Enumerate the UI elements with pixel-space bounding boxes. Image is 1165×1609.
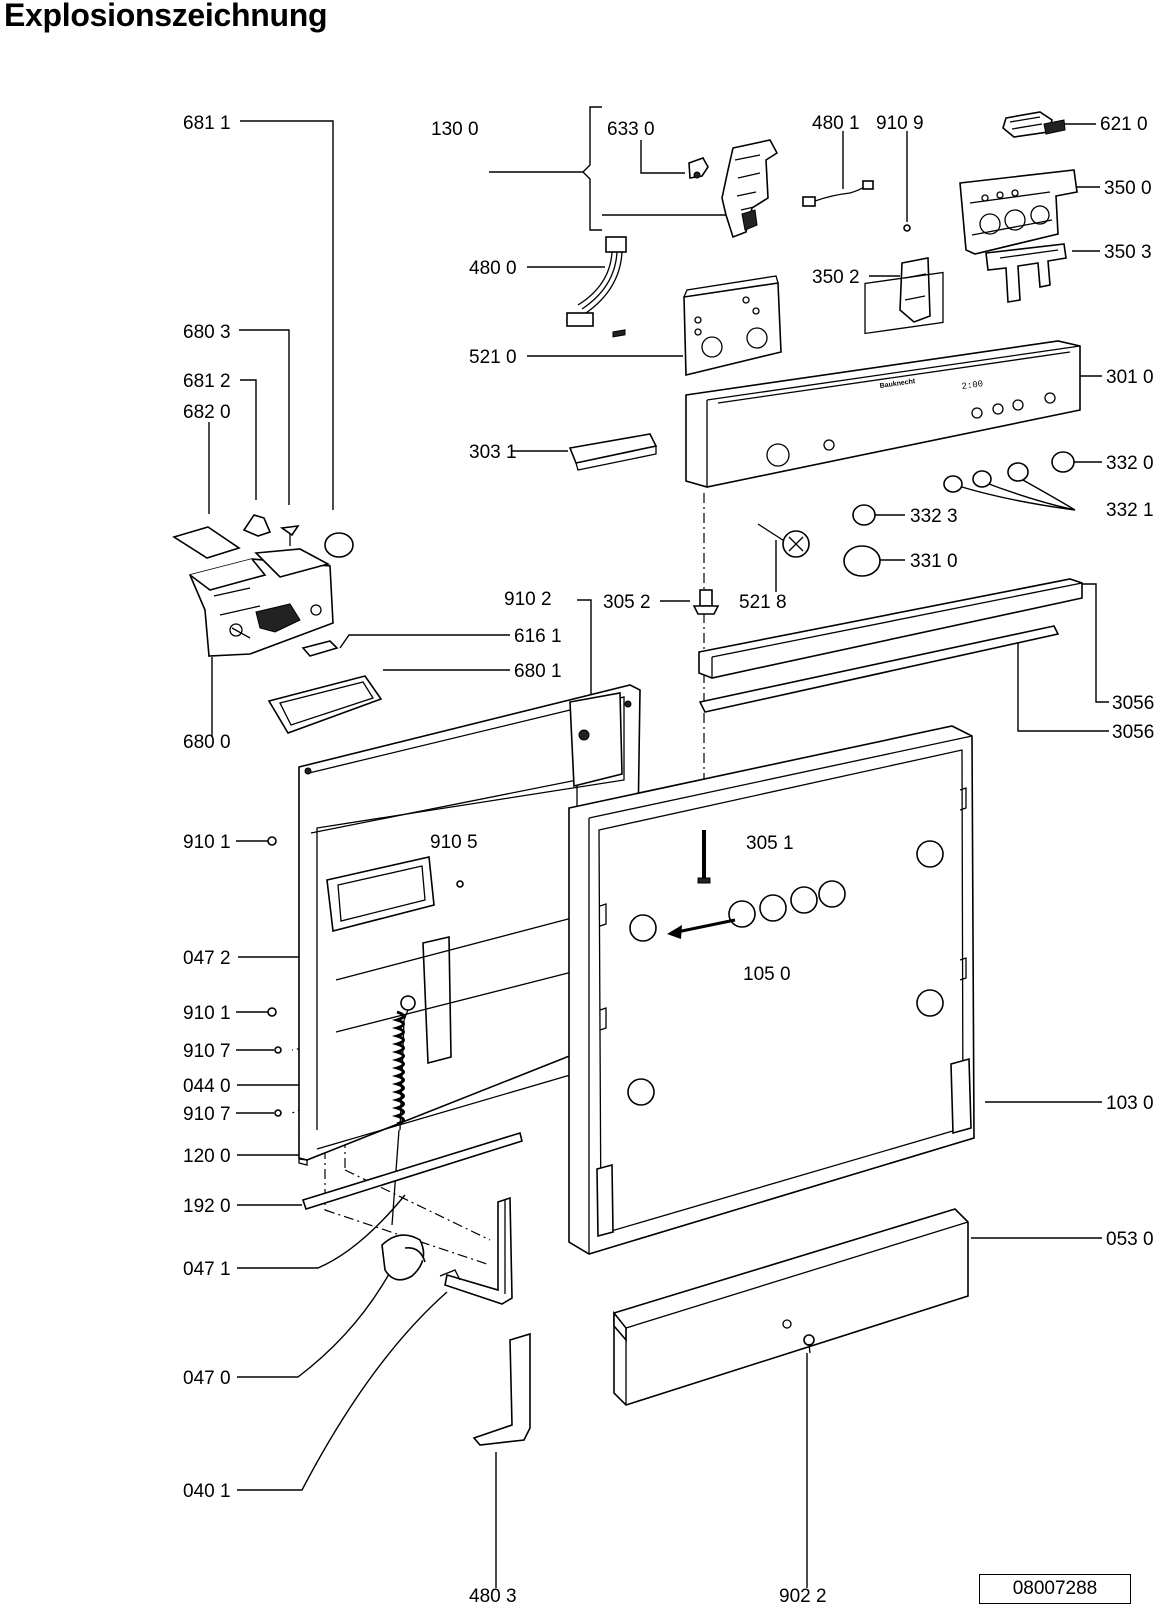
part-label-680-0: 680 0 xyxy=(183,732,231,753)
module-521-0 xyxy=(683,275,782,377)
switch-block-303-1 xyxy=(568,329,658,471)
screws-910 xyxy=(267,836,464,1117)
part-label-350-0: 350 0 xyxy=(1104,178,1152,199)
door-lock-assembly xyxy=(688,139,779,239)
part-label-910-2: 910 2 xyxy=(504,589,552,610)
part-label-682-0: 682 0 xyxy=(183,402,231,423)
part-label-120-0: 120 0 xyxy=(183,1146,231,1167)
part-label-480-0: 480 0 xyxy=(469,258,517,279)
part-label-305-6-b: 3056 xyxy=(1112,722,1154,743)
part-label-910-9: 910 9 xyxy=(876,113,924,134)
knob-331-0 xyxy=(843,545,881,577)
parts: Bauknecht 2:00 xyxy=(172,111,1083,1446)
hinge-047 xyxy=(381,1196,513,1305)
part-label-616-1: 616 1 xyxy=(514,626,562,647)
part-label-192-0: 192 0 xyxy=(183,1196,231,1217)
nut-305-2 xyxy=(692,589,720,615)
seal-681-2 xyxy=(242,514,272,537)
part-label-332-3: 332 3 xyxy=(910,506,958,527)
control-panel-301-0: Bauknecht 2:00 xyxy=(685,271,1081,488)
buttons-332 xyxy=(852,451,1075,526)
part-label-680-3: 680 3 xyxy=(183,322,231,343)
part-label-301-0: 301 0 xyxy=(1106,367,1154,388)
part-label-621-0: 621 0 xyxy=(1100,114,1148,135)
outer-door-103-0 xyxy=(568,725,975,1255)
part-label-350-3: 350 3 xyxy=(1104,242,1152,263)
part-label-910-1-a: 910 1 xyxy=(183,832,231,853)
part-label-305-6-a: 3056 xyxy=(1112,693,1154,714)
clip-350-2 xyxy=(899,257,931,323)
part-label-902-2: 902 2 xyxy=(779,1586,827,1607)
part-label-044-0: 044 0 xyxy=(183,1076,231,1097)
screw-902-2 xyxy=(803,1334,815,1354)
part-label-047-2: 047 2 xyxy=(183,948,231,969)
bracket-350-3 xyxy=(985,243,1067,303)
sensor-521-8 xyxy=(757,523,810,558)
part-label-680-1: 680 1 xyxy=(514,661,562,682)
part-label-305-2: 305 2 xyxy=(603,592,651,613)
part-label-305-1: 305 1 xyxy=(746,833,794,854)
bolt-305-1 xyxy=(697,830,711,884)
part-label-910-1-b: 910 1 xyxy=(183,1003,231,1024)
part-label-480-1: 480 1 xyxy=(812,113,860,134)
part-label-521-8: 521 8 xyxy=(739,592,787,613)
inner-door-120-0 xyxy=(298,684,641,1166)
part-label-053-0: 053 0 xyxy=(1106,1229,1154,1250)
part-label-103-0: 103 0 xyxy=(1106,1093,1154,1114)
part-label-910-7-b: 910 7 xyxy=(183,1104,231,1125)
part-label-910-7-a: 910 7 xyxy=(183,1041,231,1062)
switch-621-0 xyxy=(1002,111,1066,138)
rails-305-6 xyxy=(698,578,1083,713)
panel-display-text: 2:00 xyxy=(961,379,984,392)
rail-192-0 xyxy=(301,1131,523,1210)
part-label-130-0: 130 0 xyxy=(431,119,479,140)
page-title: Explosionszeichnung xyxy=(4,0,328,33)
screw-910-9 xyxy=(903,224,911,232)
part-label-681-1: 681 1 xyxy=(183,113,231,134)
bracket-480-3 xyxy=(472,1332,531,1446)
part-label-332-1: 332 1 xyxy=(1106,500,1154,521)
part-label-040-1: 040 1 xyxy=(183,1481,231,1502)
document-number: 08007288 xyxy=(979,1574,1131,1604)
part-labels: 681 1 130 0 633 0 480 1 910 9 621 0 350 … xyxy=(183,113,1154,1607)
control-board-350-0 xyxy=(959,169,1078,255)
kick-plate-053-0 xyxy=(613,1208,969,1406)
part-label-910-5: 910 5 xyxy=(430,832,478,853)
gasket-680-1 xyxy=(267,675,383,734)
screw-680-3 xyxy=(279,524,300,546)
harness-480-0 xyxy=(566,236,627,327)
part-label-480-3: 480 3 xyxy=(469,1586,517,1607)
part-label-350-2: 350 2 xyxy=(812,267,860,288)
dispenser-680-0 xyxy=(188,548,334,657)
part-label-303-1: 303 1 xyxy=(469,442,517,463)
part-label-521-0: 521 0 xyxy=(469,347,517,368)
cover-682-0 xyxy=(172,526,241,559)
part-label-633-0: 633 0 xyxy=(607,119,655,140)
part-label-681-2: 681 2 xyxy=(183,371,231,392)
part-616-1 xyxy=(301,640,339,657)
cap-681-1 xyxy=(324,532,354,558)
cable-480-1 xyxy=(802,180,874,207)
part-label-047-0: 047 0 xyxy=(183,1368,231,1389)
part-label-332-0: 332 0 xyxy=(1106,453,1154,474)
part-label-331-0: 331 0 xyxy=(910,551,958,572)
part-label-105-0: 105 0 xyxy=(743,964,791,985)
part-label-047-1: 047 1 xyxy=(183,1259,231,1280)
